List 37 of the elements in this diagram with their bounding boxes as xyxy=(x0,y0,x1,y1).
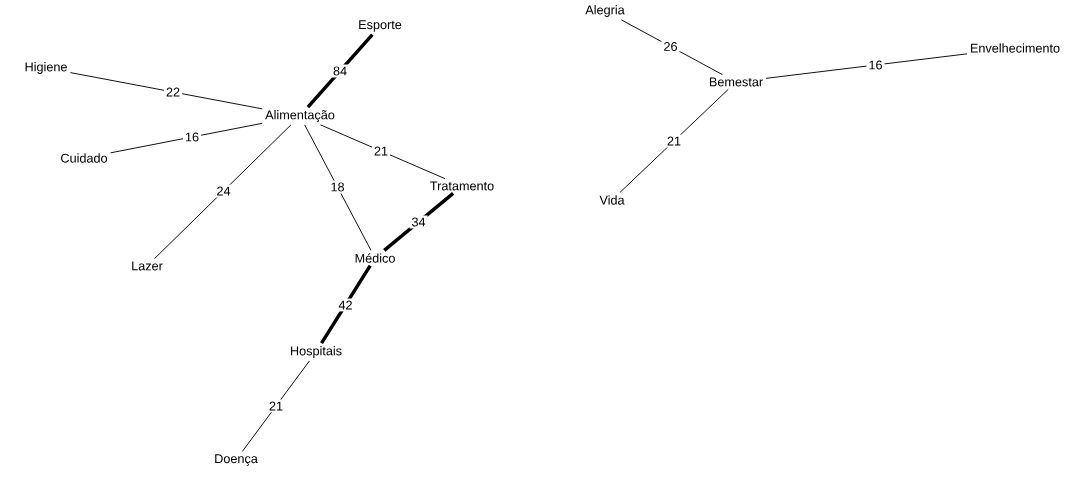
edge-label: 84 xyxy=(330,64,350,78)
term-label: Higiene xyxy=(25,62,67,74)
edge-label: 18 xyxy=(328,180,347,194)
edge-label: 26 xyxy=(661,40,680,53)
connector-line xyxy=(304,124,372,251)
term-label: Tratamento xyxy=(430,181,494,191)
edge-label: 34 xyxy=(409,215,428,229)
edge-label: 21 xyxy=(371,144,391,158)
connector-line xyxy=(69,72,263,110)
connector-line xyxy=(306,33,374,109)
edge-label: 42 xyxy=(336,298,355,312)
term-label: Cuidado xyxy=(61,153,108,163)
edge-label: 24 xyxy=(214,184,233,198)
connector-line xyxy=(765,53,968,79)
term-label: Esporte xyxy=(359,20,402,32)
term-label: Médico xyxy=(355,253,395,263)
connector-line xyxy=(320,264,372,345)
edge-label: 21 xyxy=(266,399,286,413)
term-label: Envelhecimento xyxy=(971,43,1060,53)
edge-label: 22 xyxy=(163,85,183,99)
term-label: Hospitais xyxy=(291,346,342,358)
connector-line xyxy=(619,88,729,193)
connector-line xyxy=(154,124,292,260)
term-label: Lazer xyxy=(132,261,163,271)
term-label: Alimentação xyxy=(265,110,335,122)
connector-line xyxy=(620,19,723,76)
connector-line xyxy=(383,192,455,252)
term-label: Bemestar xyxy=(709,77,763,87)
connector-line xyxy=(110,122,263,154)
term-label: Doença xyxy=(215,454,258,466)
edge-label: 21 xyxy=(664,134,684,148)
edge-label: 16 xyxy=(182,130,202,144)
connector-line xyxy=(241,360,310,452)
term-label: Vida xyxy=(599,195,625,205)
edge-label: 16 xyxy=(866,58,885,72)
connector-line xyxy=(320,124,446,180)
term-label: Alegria xyxy=(585,5,625,17)
